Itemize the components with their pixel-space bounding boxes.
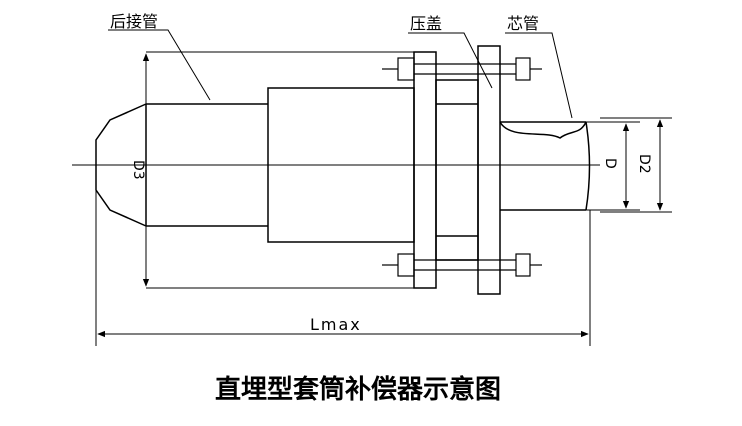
dim-d2 — [600, 117, 672, 213]
dim-d2-label: D2 — [636, 154, 652, 174]
label-gland: 压盖 — [410, 14, 442, 33]
leader-lines — [108, 29, 573, 119]
label-core-pipe: 芯管 — [507, 14, 539, 33]
dim-d-label: D — [602, 158, 618, 169]
core-pipe — [499, 121, 591, 211]
dim-d — [586, 121, 640, 211]
dim-d3 — [142, 51, 414, 289]
dim-d3-label: D3 — [130, 160, 146, 180]
dim-lmax-label: Lmax — [310, 315, 362, 334]
bolt-bottom — [382, 253, 542, 277]
flange — [413, 45, 501, 295]
label-rear-pipe: 后接管 — [110, 12, 158, 31]
dim-lmax — [95, 190, 591, 346]
diagram-caption: 直埋型套筒补偿器示意图 — [215, 374, 501, 405]
bolt-top — [382, 57, 542, 81]
